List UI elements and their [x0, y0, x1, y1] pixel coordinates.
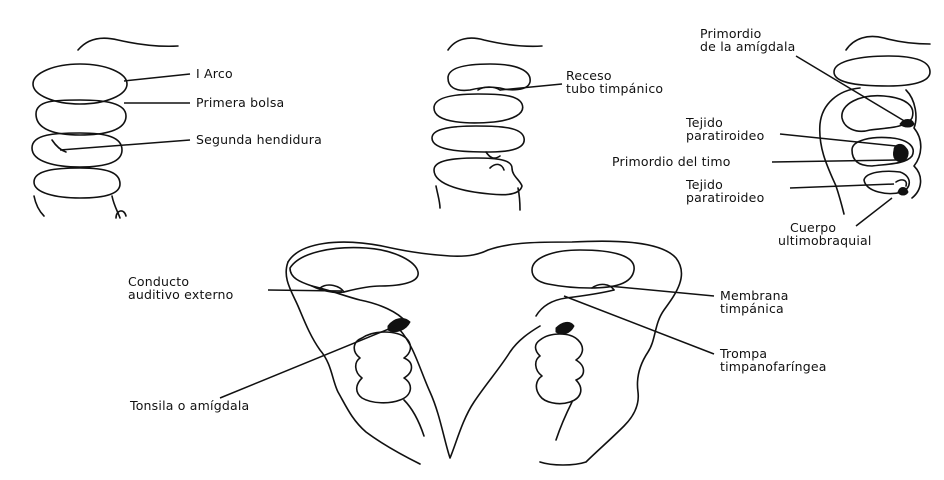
label-conducto-2: auditivo externo: [128, 287, 234, 302]
upper-pouch-2: [447, 63, 531, 92]
left-tube: [311, 285, 407, 323]
external-contour-left: [285, 261, 421, 465]
second-pouch-2: [433, 93, 524, 124]
recess-notch-2: [477, 86, 501, 91]
left-tonsil-lobes: [353, 331, 413, 404]
label-arco-1: I Arco: [196, 66, 233, 81]
parathyroid-mark-lower: [897, 187, 909, 196]
label-primera-bolsa: Primera bolsa: [196, 95, 284, 110]
label-primordio-amigdala-1: Primordio: [700, 26, 762, 41]
label-trompa-1: Trompa: [719, 346, 767, 361]
label-paratiroideo-sup-2: paratiroideo: [686, 128, 764, 143]
label-paratiroideo-inf-2: paratiroideo: [686, 190, 764, 205]
label-ultimobranquial-1: Cuerpo: [790, 220, 836, 235]
label-membrana-2: timpánica: [720, 301, 784, 316]
pointer-membrana: [607, 285, 715, 297]
pointer-segunda-hendidura: [59, 139, 191, 151]
left-tonsil-mark: [387, 318, 411, 333]
lower-body-contour-2: [435, 185, 521, 211]
panel-pharyngeal-pouches: Receso tubo timpánico: [431, 37, 663, 211]
thymus-primordium-mark: [893, 143, 909, 163]
first-arch-outline: [32, 63, 128, 105]
right-ear-canal: [531, 249, 635, 289]
lower-right-contour: [555, 401, 573, 441]
label-conducto-1: Conducto: [128, 274, 189, 289]
small-bud-1: [115, 210, 127, 219]
lower-body-contour-1: [33, 195, 121, 219]
external-contour: [287, 240, 683, 466]
head-contour-2: [447, 37, 543, 51]
upper-structure-3: [833, 55, 931, 87]
pointer-conducto: [267, 289, 343, 292]
amygdala-primordium-mark: [899, 119, 915, 128]
label-trompa-2: timpanofaríngea: [720, 359, 827, 374]
pointer-primordio-amigdala: [795, 55, 907, 123]
third-pouch-2: [431, 125, 525, 153]
pharynx-cavity: [399, 325, 541, 459]
cleft-mark-1: [51, 139, 67, 153]
label-primordio-timo: Primordio del timo: [612, 154, 731, 169]
right-tonsil-mark: [555, 321, 575, 335]
head-contour-1: [77, 37, 179, 51]
left-membrane-notch: [319, 284, 345, 293]
fourth-arch-outline: [33, 167, 121, 199]
pointer-arco-1: [123, 73, 191, 82]
label-primordio-amigdala-2: de la amígdala: [700, 39, 795, 54]
pointer-trompa: [563, 295, 715, 355]
fourth-notch-2: [489, 163, 505, 171]
right-tonsil-lobes: [534, 333, 585, 405]
bottom-lobe-3: [863, 170, 911, 195]
label-ultimobranquial-2: ultimobraquial: [778, 233, 872, 248]
right-tube: [535, 289, 615, 317]
ultimobranchial-contour: [895, 179, 908, 187]
label-paratiroideo-inf-1: Tejido: [685, 177, 723, 192]
right-membrane-notch: [591, 283, 615, 291]
label-segunda-hendidura: Segunda hendidura: [196, 132, 322, 147]
pointer-ultimobranquial: [855, 197, 893, 227]
pointer-tonsila: [219, 325, 397, 399]
left-ear-canal: [289, 246, 419, 294]
pointer-primordio-timo: [771, 159, 897, 163]
second-arch-outline: [35, 99, 127, 136]
label-paratiroideo-sup-1: Tejido: [685, 115, 723, 130]
panel-pouch-derivatives: Primordio de la amígdala Tejido paratiro…: [612, 26, 931, 248]
label-receso-1: Receso: [566, 68, 612, 83]
panel-pharyngeal-arches: I Arco Primera bolsa Segunda hendidura: [31, 37, 322, 219]
fourth-pouch-2: [433, 157, 523, 196]
panel-ear-pharynx: Conducto auditivo externo Membrana timpá…: [128, 240, 827, 466]
right-edge-3: [905, 89, 922, 199]
pointer-paratiroideo-inf: [789, 183, 895, 189]
lower-left-contour: [403, 399, 425, 437]
label-tonsila: Tonsila o amígdala: [129, 398, 249, 413]
pointer-receso: [499, 83, 563, 91]
third-pouch-notch-2: [485, 151, 501, 159]
pointer-paratiroideo-sup: [779, 133, 897, 147]
label-receso-2: tubo timpánico: [566, 81, 663, 96]
third-arch-outline: [31, 132, 123, 168]
lower-lobe-3: [851, 136, 914, 167]
head-contour-3: [845, 35, 931, 51]
outer-body-3: [818, 87, 861, 215]
label-membrana-1: Membrana: [720, 288, 789, 303]
